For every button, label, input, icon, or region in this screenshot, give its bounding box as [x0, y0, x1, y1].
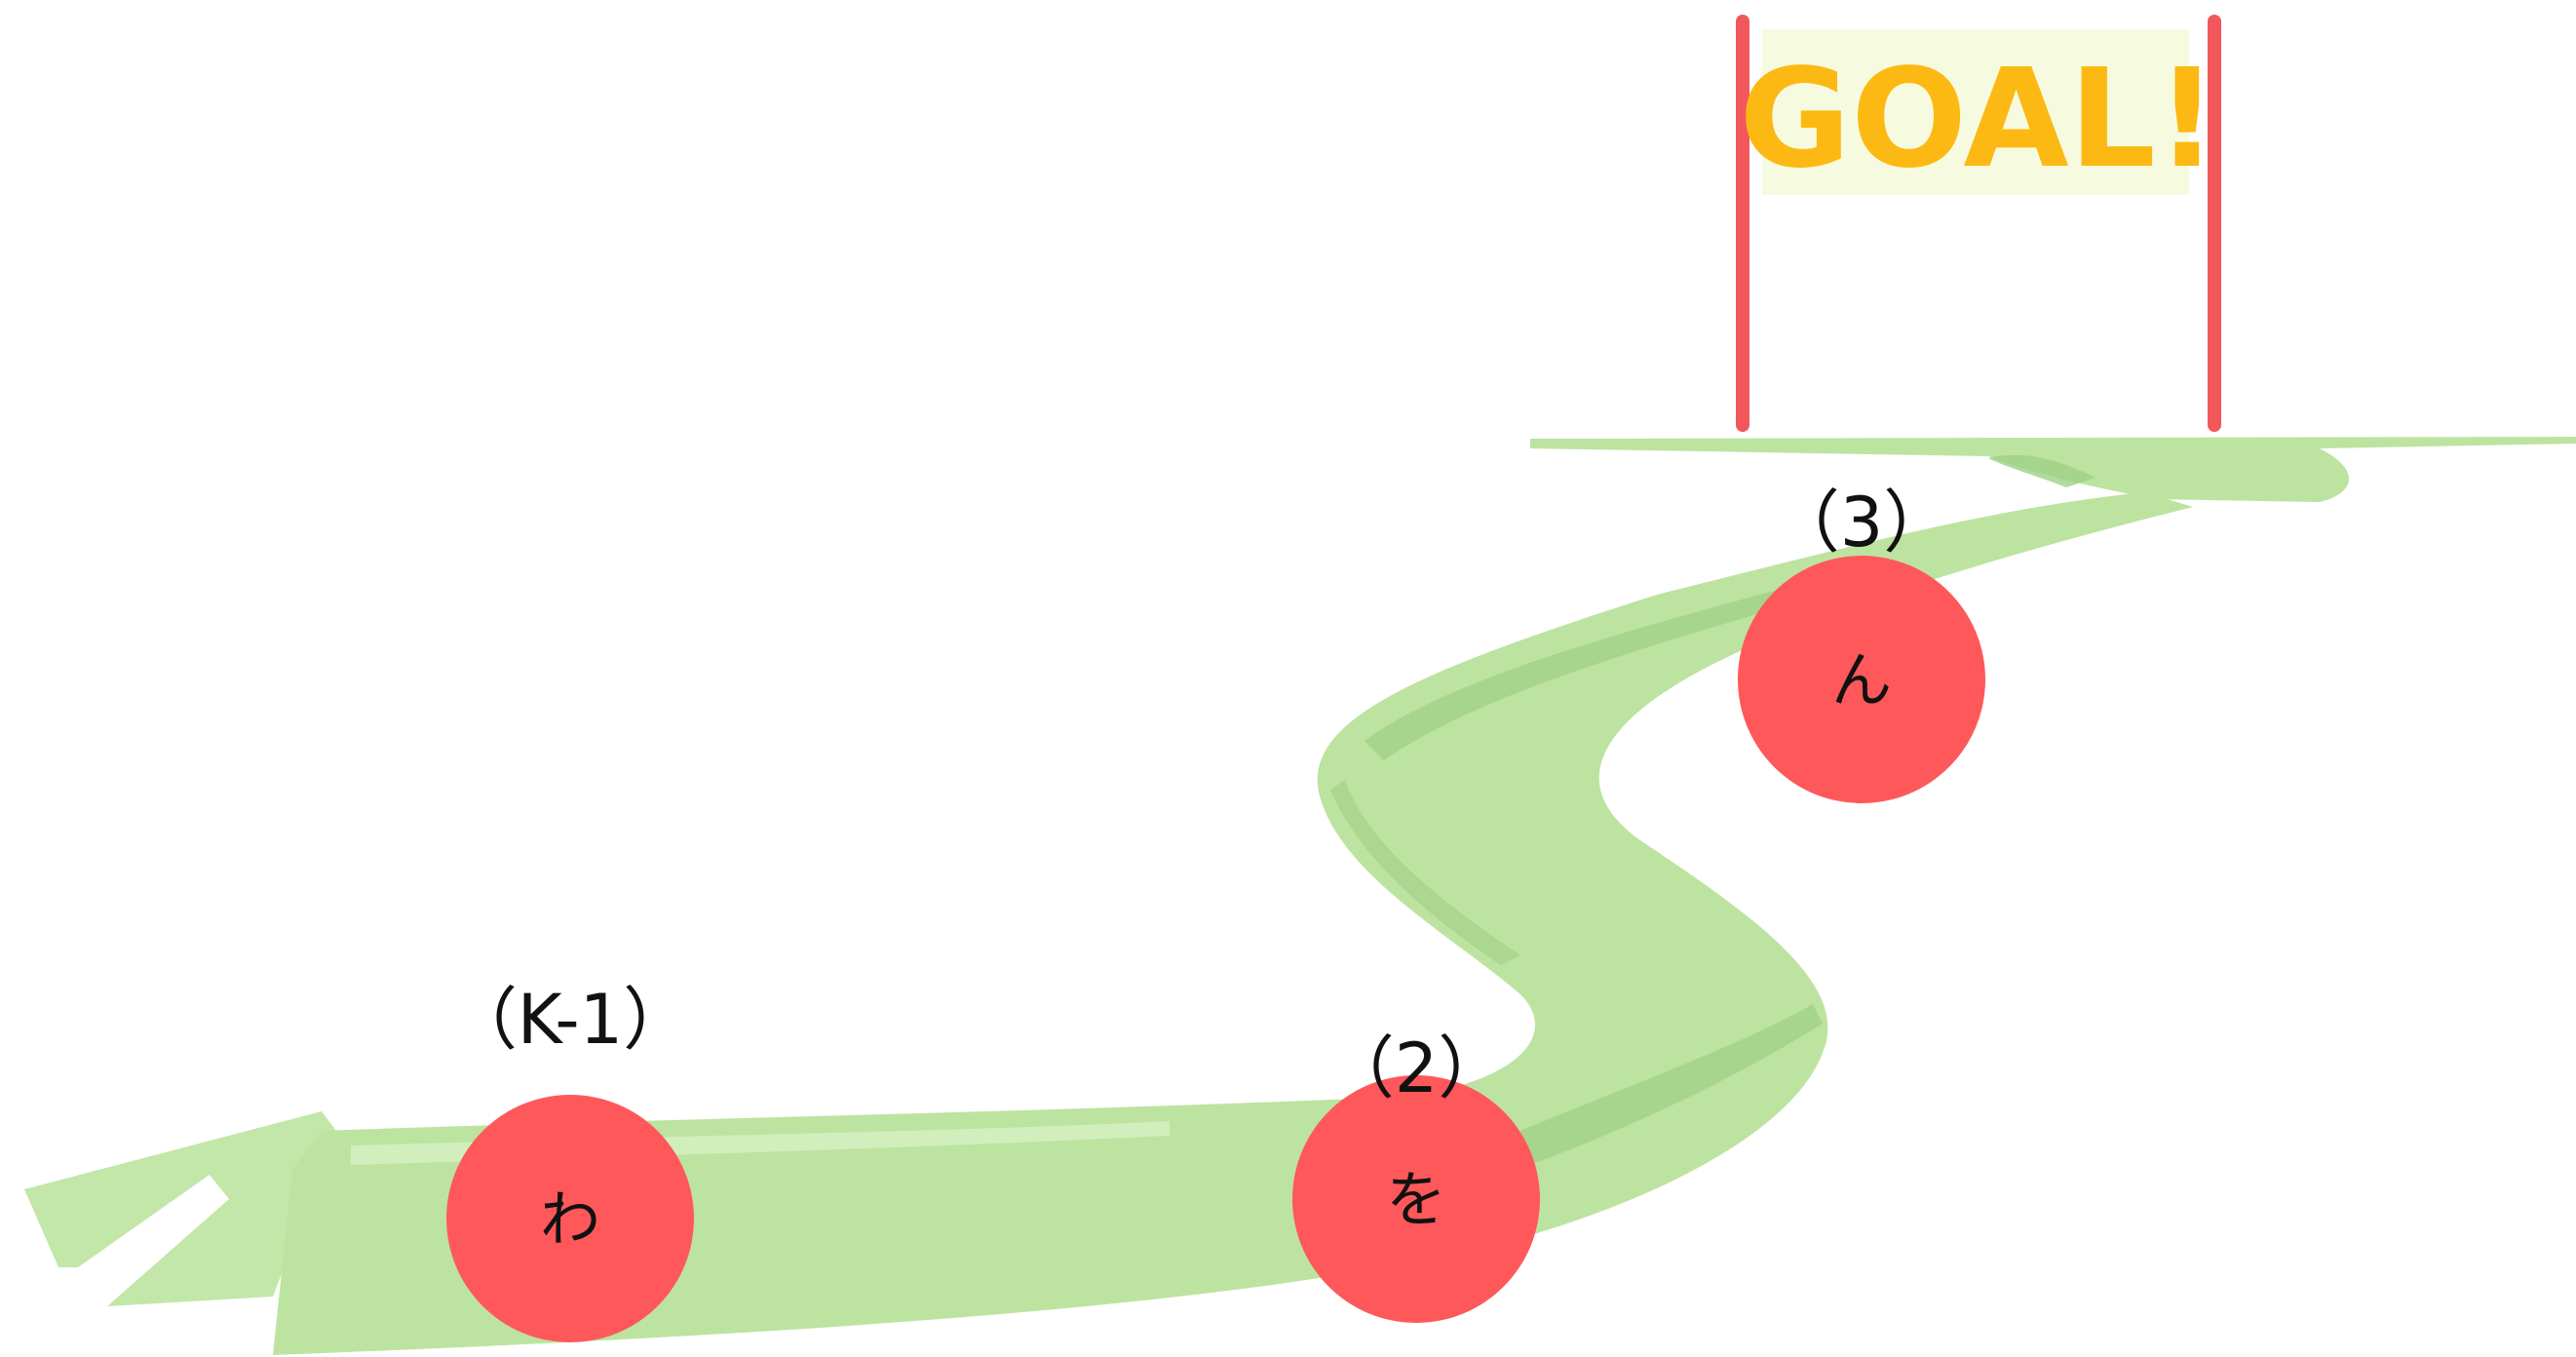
- node-label: （K-1）: [449, 980, 691, 1060]
- node-circle: [1738, 556, 1985, 803]
- goal-left-pole: [1736, 15, 1749, 432]
- road-shade-3: [1330, 780, 1520, 965]
- road-tail: [24, 1111, 336, 1306]
- node-label: （2）: [1326, 1028, 1507, 1108]
- node-character: を: [1386, 1164, 1446, 1235]
- node-character: ん: [1831, 644, 1892, 716]
- goal-text: GOAL!: [1739, 40, 2218, 199]
- goal-right-pole: [2208, 15, 2221, 432]
- goal-banner-background: [1762, 29, 2189, 195]
- road-shade-1: [1365, 570, 1857, 760]
- node-label: （3）: [1772, 483, 1952, 562]
- milestone-node-3: ん （3）: [1738, 483, 1985, 803]
- node-character: わ: [540, 1183, 600, 1255]
- road-goal-shadow: [1988, 454, 2095, 487]
- milestone-node-2: を （2）: [1292, 1028, 1540, 1323]
- node-circle: [446, 1095, 694, 1342]
- road-shade-2: [1520, 1004, 1823, 1165]
- node-circle: [1292, 1075, 1540, 1323]
- goal-banner: GOAL!: [1736, 15, 2221, 432]
- milestone-node-1: わ （K-1）: [446, 980, 694, 1342]
